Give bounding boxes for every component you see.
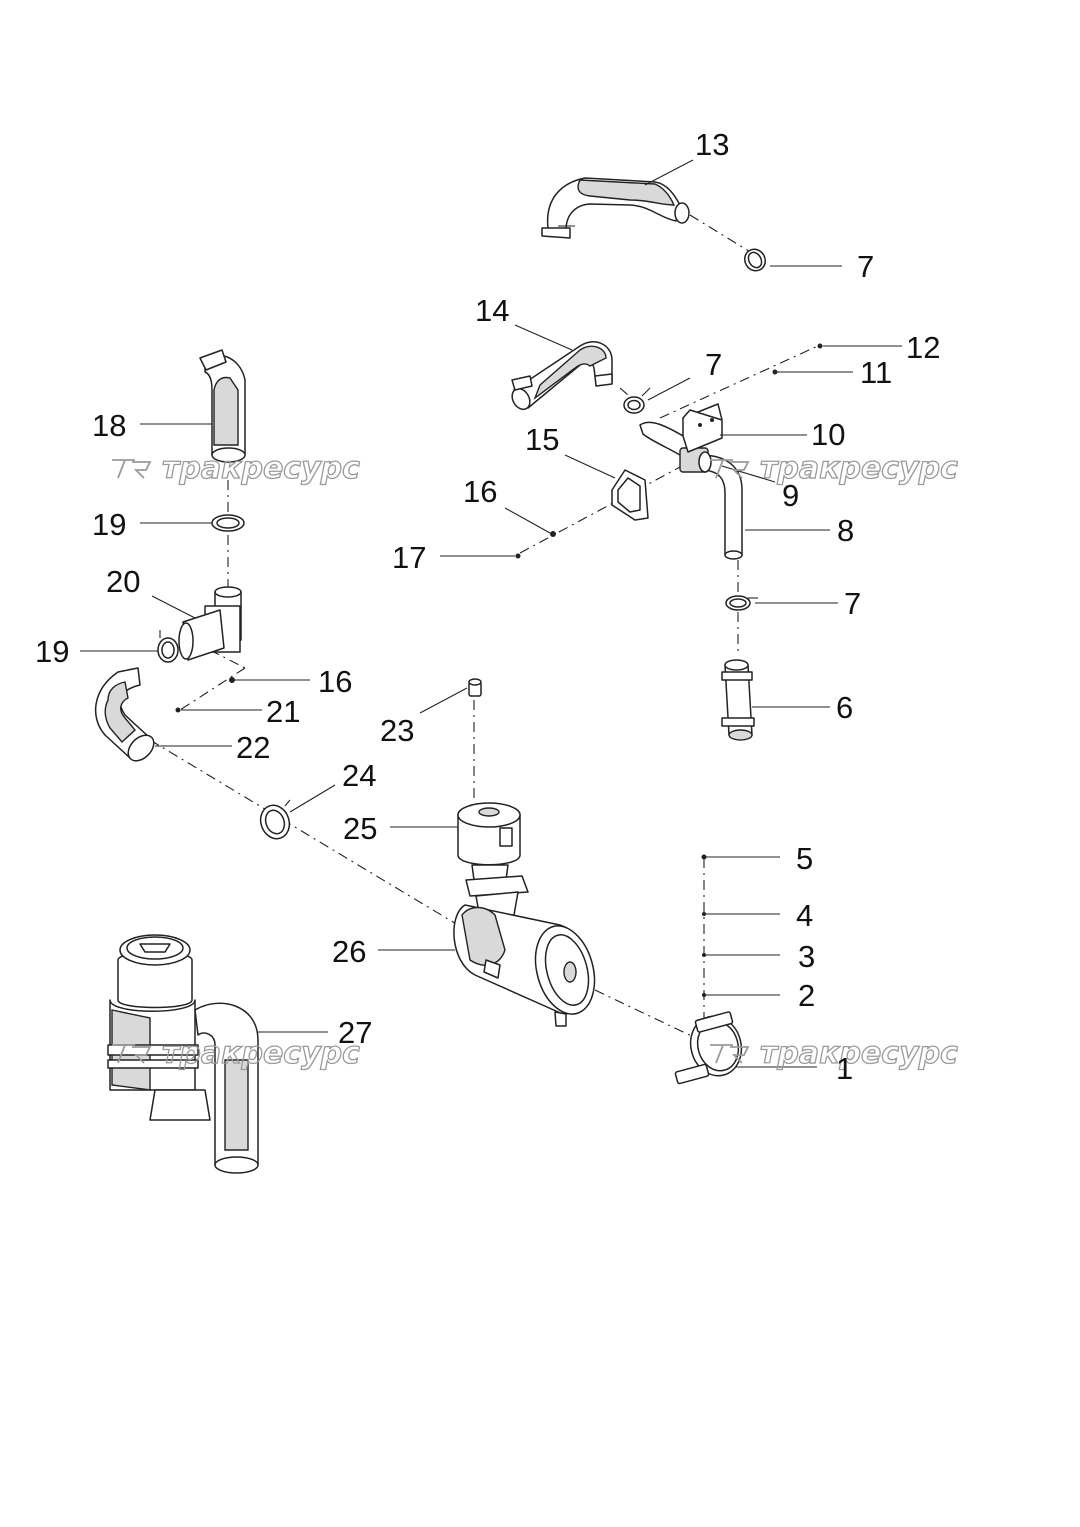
callout-16: 16: [318, 664, 352, 699]
watermark-text: тракресурс: [162, 451, 360, 486]
adapter-20: [178, 586, 242, 661]
band-clamp-1: [674, 1011, 743, 1085]
callout-6: 6: [836, 690, 853, 725]
callout-labels: 13 7 14 7 12 11 10 9 8 7 6 15 16 17 18 1…: [35, 127, 940, 1086]
precleaner-25: [457, 802, 529, 919]
callout-7: 7: [705, 347, 722, 382]
hose-14: [511, 341, 613, 411]
pipe-8-assembly: [639, 403, 743, 560]
callout-18: 18: [92, 408, 126, 443]
bolt-11: [772, 369, 778, 375]
callout-11: 11: [860, 355, 892, 390]
hose-6: [721, 659, 755, 741]
callout-25: 25: [343, 811, 377, 846]
callout-3: 3: [798, 939, 815, 974]
hose-18: [199, 349, 246, 463]
callout-24: 24: [342, 758, 376, 793]
watermark-logo-icon: [112, 459, 152, 479]
clamp-19-left: [157, 630, 179, 663]
nut-12: [817, 343, 823, 349]
watermark-logo-icon: [710, 459, 750, 479]
hose-13: [541, 177, 690, 239]
nut-2: [702, 993, 706, 997]
callout-13: 13: [695, 127, 729, 162]
watermark-text: тракресурс: [760, 1036, 958, 1071]
hose-22: [94, 667, 155, 762]
callout-4: 4: [796, 898, 813, 933]
watermark-top-right: тракресурс: [710, 450, 959, 487]
watermark-top-left: тракресурс: [112, 450, 361, 487]
washer-16-mid: [550, 531, 556, 537]
callout-19: 19: [92, 507, 126, 542]
callout-23: 23: [380, 713, 414, 748]
callout-7: 7: [844, 586, 861, 621]
watermark-bottom-right: тракресурс: [710, 1035, 959, 1072]
watermark-logo-icon: [710, 1044, 750, 1064]
bolt-17: [515, 553, 521, 559]
watermark-logo-icon: [112, 1044, 152, 1064]
bracket-15: [611, 469, 649, 521]
watermark-bottom-left: тракресурс: [112, 1035, 361, 1072]
washer-16-left: [229, 677, 235, 683]
clamp-19-top: [211, 514, 245, 532]
cap-23: [468, 678, 482, 697]
air-cleaner-26: [453, 904, 596, 1027]
clamp-7-top: [743, 248, 767, 272]
callout-10: 10: [811, 417, 845, 452]
callout-7: 7: [857, 249, 874, 284]
callout-26: 26: [332, 934, 366, 969]
callout-22: 22: [236, 730, 270, 765]
callout-15: 15: [525, 422, 559, 457]
clamp-7-low: [725, 595, 758, 611]
clamp-24: [259, 799, 291, 840]
bolt-5: [701, 854, 707, 860]
callout-5: 5: [796, 841, 813, 876]
watermark-text: тракресурс: [162, 1036, 360, 1071]
leader-lines: [80, 159, 902, 1068]
callout-16: 16: [463, 474, 497, 509]
callout-9: 9: [782, 478, 799, 513]
clamp-7-mid: [623, 387, 651, 414]
callout-21: 21: [266, 694, 300, 729]
callout-2: 2: [798, 978, 815, 1013]
callout-20: 20: [106, 564, 140, 599]
callout-8: 8: [837, 513, 854, 548]
callout-12: 12: [906, 330, 940, 365]
watermark-text: тракресурс: [760, 451, 958, 486]
callout-17: 17: [392, 540, 426, 575]
air-cleaner-assembly-27: [107, 934, 259, 1174]
callout-19: 19: [35, 634, 69, 669]
bolt-21: [175, 707, 181, 713]
washer-3: [702, 953, 706, 957]
callout-27: 27: [338, 1015, 372, 1050]
callout-14: 14: [475, 293, 509, 328]
callout-1: 1: [836, 1051, 853, 1086]
washer-4: [702, 912, 706, 916]
